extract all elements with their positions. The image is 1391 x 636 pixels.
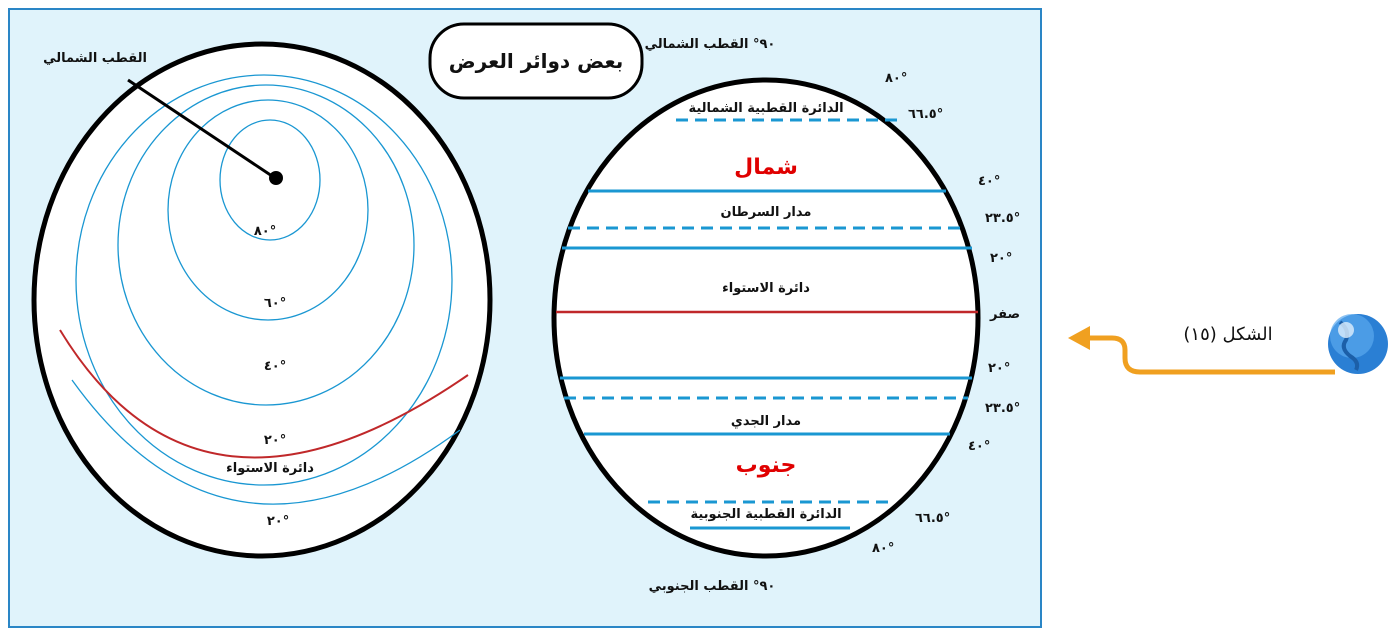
right-globe-outline bbox=[554, 80, 978, 556]
left-lat-south-20: ٢٠° bbox=[267, 514, 289, 529]
side-label-20n: ٢٠° bbox=[990, 251, 1012, 266]
arctic-circle-label: الدائرة القطبية الشمالية bbox=[688, 101, 843, 116]
side-label-66n: ٦٦.٥° bbox=[908, 107, 943, 122]
side-label-40s: ٤٠° bbox=[968, 439, 990, 454]
left-lat-40: ٤٠° bbox=[264, 359, 286, 374]
antarctic-circle-label: الدائرة القطبية الجنوبية bbox=[690, 507, 841, 522]
side-label-0: صفر bbox=[989, 307, 1020, 322]
side-label-23s: ٢٣.٥° bbox=[985, 401, 1020, 416]
tropic-cancer-label: مدار السرطان bbox=[721, 205, 812, 220]
diagram-title: بعض دوائر العرض bbox=[449, 49, 624, 73]
north-label: شمال bbox=[734, 155, 798, 180]
figure-callout: الشكل (١٥) bbox=[1068, 314, 1388, 374]
left-lat-20: ٢٠° bbox=[264, 433, 286, 448]
equator-label: دائرة الاستواء bbox=[722, 281, 810, 296]
south-pole-label: ٩٠° القطب الجنوبي bbox=[649, 579, 776, 594]
globe-icon bbox=[1328, 314, 1388, 374]
arrow-head-icon bbox=[1068, 326, 1090, 350]
left-pole-label: القطب الشمالي bbox=[43, 51, 147, 66]
left-equator-label: دائرة الاستواء bbox=[226, 461, 314, 476]
title-box: بعض دوائر العرض bbox=[430, 24, 642, 98]
side-label-80s: ٨٠° bbox=[872, 541, 894, 556]
side-label-23n: ٢٣.٥° bbox=[985, 211, 1020, 226]
tropic-capricorn-label: مدار الجدي bbox=[731, 414, 801, 429]
left-lat-60: ٦٠° bbox=[264, 296, 286, 311]
south-label: جنوب bbox=[736, 453, 797, 478]
figure-label: الشكل (١٥) bbox=[1183, 324, 1272, 345]
right-globe: الدائرة القطبية الشمالية شمال مدار السرط… bbox=[554, 37, 1020, 594]
side-label-80n: ٨٠° bbox=[885, 71, 907, 86]
left-globe: القطب الشمالي ٨٠° ٦٠° ٤٠° ٢٠° دائرة الاس… bbox=[34, 44, 490, 556]
side-label-40n: ٤٠° bbox=[978, 174, 1000, 189]
pole-dot bbox=[269, 171, 283, 185]
side-label-66s: ٦٦.٥° bbox=[915, 511, 950, 526]
side-label-20s: ٢٠° bbox=[988, 361, 1010, 376]
left-lat-80: ٨٠° bbox=[254, 224, 276, 239]
north-pole-label: ٩٠° القطب الشمالي bbox=[645, 37, 776, 52]
